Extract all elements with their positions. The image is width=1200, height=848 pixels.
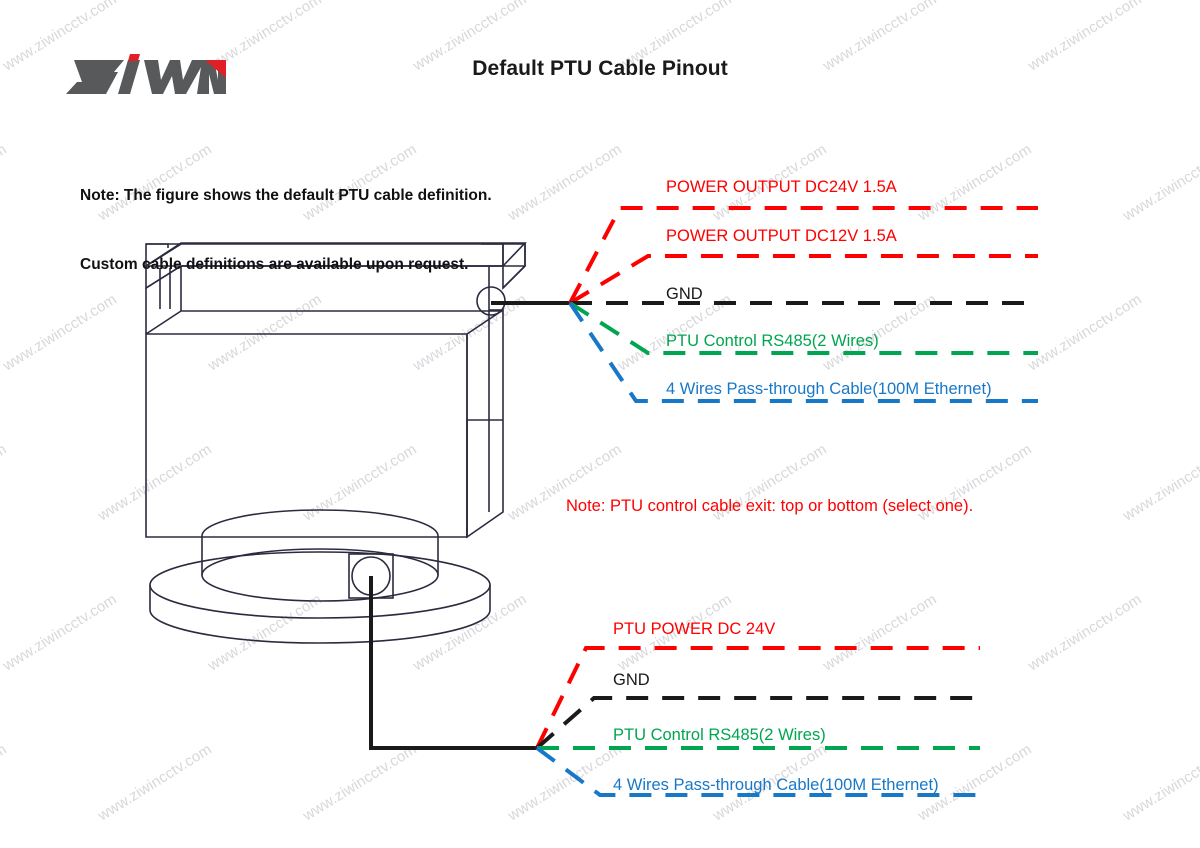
middle-note: Note: PTU control cable exit: top or bot… (566, 497, 974, 515)
ziwin-logo-mark (66, 54, 226, 94)
top-note: Note: The figure shows the default PTU c… (80, 138, 492, 322)
cable-label-ptu-control-rs485-top: PTU Control RS485(2 Wires) (666, 332, 879, 350)
cable-label-power-out-12v: POWER OUTPUT DC12V 1.5A (666, 227, 897, 245)
cable-label-gnd-bottom: GND (613, 671, 650, 689)
cable-label-ptu-control-rs485-bottom: PTU Control RS485(2 Wires) (613, 726, 826, 744)
page-title: Default PTU Cable Pinout (472, 57, 728, 80)
cable-label-pass-through-top: 4 Wires Pass-through Cable(100M Ethernet… (666, 380, 992, 398)
cable-label-pass-through-bottom: 4 Wires Pass-through Cable(100M Ethernet… (613, 776, 939, 794)
cable-label-gnd-top: GND (666, 285, 703, 303)
cable-label-power-out-24v: POWER OUTPUT DC24V 1.5A (666, 178, 897, 196)
cable-label-ptu-power-24v: PTU POWER DC 24V (613, 620, 776, 638)
top-note-line-1: Note: The figure shows the default PTU c… (80, 187, 492, 204)
ziwin-logo (66, 52, 226, 104)
top-note-line-2: Custom cable definitions are available u… (80, 256, 469, 273)
